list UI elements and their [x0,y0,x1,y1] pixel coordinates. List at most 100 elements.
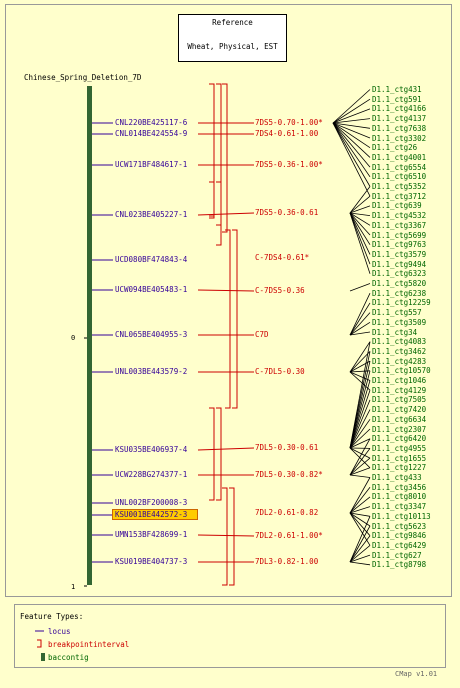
contig-label[interactable]: D1.1_ctg8798 [372,560,427,570]
contig-label[interactable]: D1.1_ctg10570 [372,366,431,376]
bin-label[interactable]: 7DS5-0.36-0.61 [255,208,319,217]
bin-label[interactable]: 7DL2-0.61-1.00* [255,531,323,540]
locus-label-highlighted[interactable]: KSU001BE442572-3 [115,510,188,519]
footer-version: CMap v1.01 [395,670,438,678]
breakpoint-bracket [209,181,215,219]
contig-label[interactable]: D1.1_ctg3509 [372,317,427,327]
contig-label[interactable]: D1.1_ctg557 [372,308,422,318]
bin-contig-link [349,447,371,459]
bin-label[interactable]: C-7DL5-0.30 [255,367,305,376]
contig-label[interactable]: D1.1_ctg7505 [372,395,427,405]
contig-label[interactable]: D1.1_ctg6554 [372,162,427,172]
contig-label[interactable]: D1.1_ctg1046 [372,376,427,385]
locus-label[interactable]: CNL065BE404955-3 [115,330,188,339]
map-title[interactable]: Chinese_Spring_Deletion_7D [24,73,142,82]
bin-contig-link [332,122,371,187]
contig-label[interactable]: D1.1_ctg8010 [372,492,427,502]
locus-label[interactable]: UCW094BE405483-1 [115,285,188,294]
contig-label[interactable]: D1.1_ctg3367 [372,220,427,230]
bin-label[interactable]: 7DL2-0.61-0.82 [255,508,319,517]
contig-label[interactable]: D1.1_ctg4532 [372,211,427,221]
contig-label[interactable]: D1.1_ctg5623 [372,521,427,531]
bin-label[interactable]: 7DL5-0.30-0.82* [255,470,323,479]
bin-contig-link [332,122,371,168]
contig-label[interactable]: D1.1_ctg4001 [372,152,427,162]
contig-label[interactable]: D1.1_ctg4137 [372,114,427,124]
bin-label[interactable]: C-7DS4-0.61* [255,253,310,262]
contig-label[interactable]: D1.1_ctg3712 [372,191,427,201]
contig-label[interactable]: D1.1_ctg6510 [372,172,427,182]
bin-contig-link [349,212,371,255]
contig-label[interactable]: D1.1_ctg6420 [372,434,427,444]
bin-contig-link [349,205,371,214]
contig-label[interactable]: D1.1_ctg3462 [372,346,427,356]
bin-contig-link [332,122,371,158]
contig-label[interactable]: D1.1_ctg3347 [372,502,427,512]
locus-label[interactable]: CNL220BE425117-6 [115,118,188,127]
contig-label[interactable]: D1.1_ctg6323 [372,269,427,279]
locus-label[interactable]: CNL023BE405227-1 [115,210,188,219]
bin-contig-link [349,486,371,514]
chromosome-bar [87,86,92,585]
contig-label[interactable]: D1.1_ctg4083 [372,337,427,347]
locus-label[interactable]: UNL003BE443579-2 [115,367,188,376]
contig-label[interactable]: D1.1_ctg433 [372,473,422,482]
contig-label[interactable]: D1.1_ctg3456 [372,482,427,492]
contig-label[interactable]: D1.1_ctg26 [372,143,418,153]
locus-bin-link [197,212,255,216]
bin-contig-link [349,370,371,373]
contig-label[interactable]: D1.1_ctg431 [372,85,422,94]
bin-label[interactable]: 7DS4-0.61-1.00 [255,129,319,138]
bin-contig-link [349,477,371,514]
bin-label[interactable]: 7DS5-0.70-1.00* [255,118,323,127]
contig-label[interactable]: D1.1_ctg34 [372,327,418,337]
contig-label[interactable]: D1.1_ctg5820 [372,279,427,288]
contig-label[interactable]: D1.1_ctg4129 [372,385,427,395]
contig-label[interactable]: D1.1_ctg2307 [372,424,427,434]
contig-label[interactable]: D1.1_ctg10113 [372,511,431,521]
bin-label[interactable]: 7DS5-0.36-1.00* [255,160,323,169]
locus-label[interactable]: UMN153BF428699-1 [115,530,188,539]
bin-contig-link [349,341,371,373]
contig-label[interactable]: D1.1_ctg4166 [372,104,427,114]
contig-label[interactable]: D1.1_ctg9846 [372,531,427,541]
reference-subtitle: Wheat, Physical, EST [187,42,278,51]
contig-label[interactable]: D1.1_ctg1655 [372,453,427,463]
contig-label[interactable]: D1.1_ctg9494 [372,259,427,269]
contig-label[interactable]: D1.1_ctg4955 [372,443,427,453]
bin-contig-link [349,283,371,292]
locus-label[interactable]: UNL002BF200008-3 [115,498,188,507]
contig-label[interactable]: D1.1_ctg627 [372,550,422,560]
map-frame [5,4,452,597]
bin-contig-link [349,361,371,449]
contig-label[interactable]: D1.1_ctg6238 [372,288,427,298]
locus-label[interactable]: KSU019BE404737-3 [115,557,188,566]
bin-contig-link [332,122,371,149]
contig-label[interactable]: D1.1_ctg6634 [372,414,427,424]
contig-label[interactable]: D1.1_ctg3579 [372,249,427,259]
bin-label[interactable]: C-7DS5-0.36 [255,286,305,295]
locus-label[interactable]: UCW171BF484617-1 [115,160,188,169]
contig-label[interactable]: D1.1_ctg7638 [372,123,427,133]
contig-label[interactable]: D1.1_ctg5352 [372,182,427,191]
locus-label[interactable]: CNL014BE424554-9 [115,129,188,138]
contig-label[interactable]: D1.1_ctg4283 [372,356,427,366]
bin-label[interactable]: C7D [255,330,269,339]
bin-contig-link [349,554,371,563]
contig-label[interactable]: D1.1_ctg6429 [372,540,427,550]
contig-label[interactable]: D1.1_ctg5699 [372,230,427,240]
contig-label[interactable]: D1.1_ctg12259 [372,298,431,308]
contig-label[interactable]: D1.1_ctg7420 [372,405,427,415]
contig-label[interactable]: D1.1_ctg1227 [372,463,427,473]
breakpoint-bracket [216,83,222,226]
bin-contig-link [349,525,371,563]
bin-label[interactable]: 7DL3-0.82-1.00 [255,557,319,566]
locus-label[interactable]: UCW228BG274377-1 [115,470,188,479]
bin-label[interactable]: 7DL5-0.30-0.61 [255,443,319,452]
contig-label[interactable]: D1.1_ctg639 [372,201,422,211]
contig-label[interactable]: D1.1_ctg3302 [372,133,427,143]
contig-label[interactable]: D1.1_ctg9763 [372,240,427,250]
locus-label[interactable]: KSU035BE406937-4 [115,445,188,454]
contig-label[interactable]: D1.1_ctg591 [372,94,422,104]
locus-label[interactable]: UCD080BF474843-4 [115,255,188,264]
